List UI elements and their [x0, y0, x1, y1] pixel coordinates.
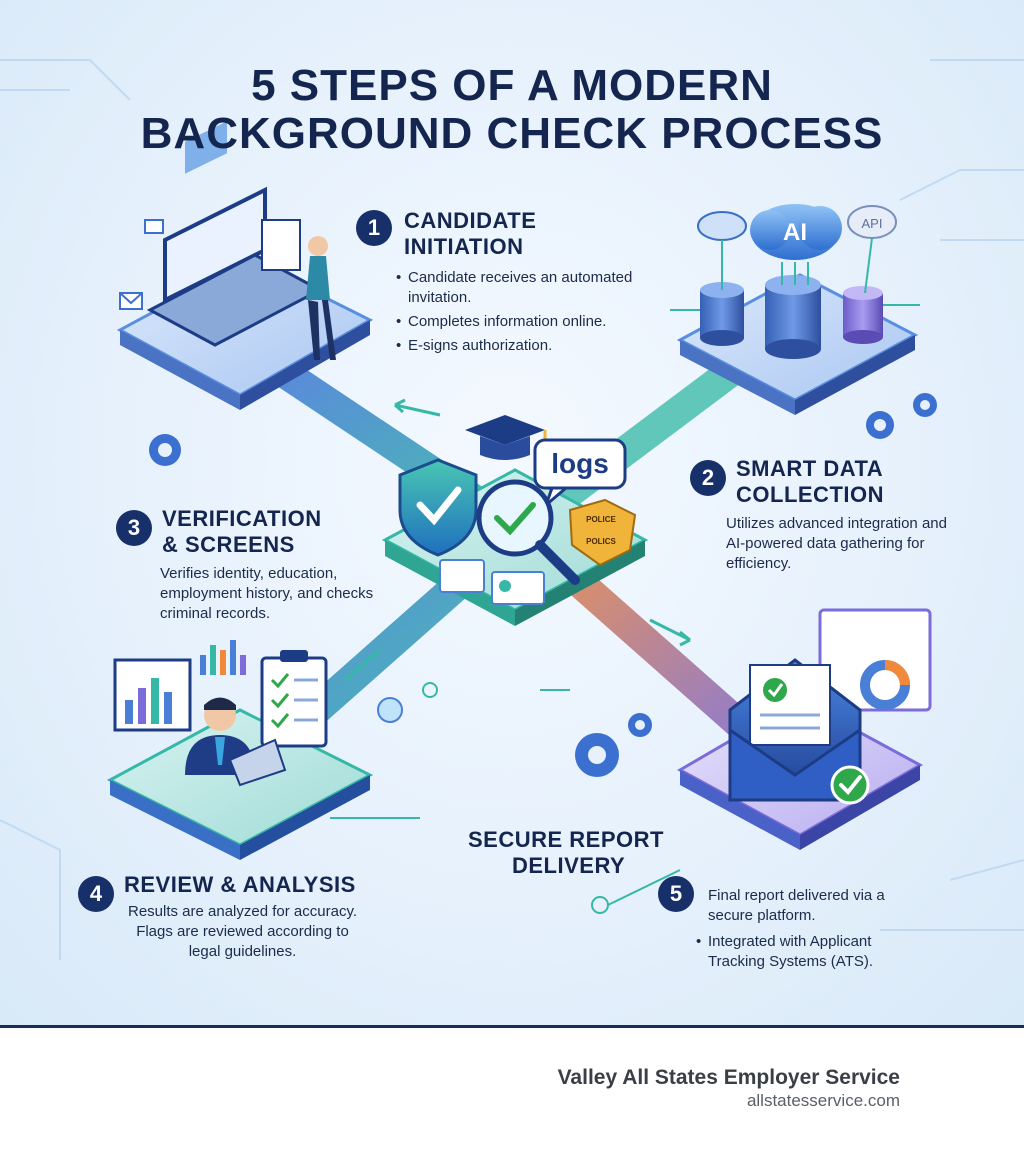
database-center [765, 275, 821, 359]
footer-brand: Valley All States Employer Service [557, 1066, 900, 1089]
clipboard-checklist-icon [260, 650, 328, 748]
graduation-cap-icon [465, 415, 547, 460]
logs-bubble-icon: logs [533, 438, 627, 510]
step-2-title-line2: COLLECTION [736, 482, 884, 507]
step-5-description: Final report delivered via a secure plat… [708, 887, 885, 924]
cloud-ai: AI [750, 204, 842, 260]
gear-icon [913, 393, 937, 417]
platform-verification: logs POLICE POLICS [381, 415, 649, 626]
step-2-description: Utilizes advanced integration and AI-pow… [726, 515, 947, 572]
step-1-bullets: Candidate receives an automated invitati… [396, 268, 666, 360]
id-card-icon [439, 559, 545, 605]
step-3-number: 3 [116, 510, 152, 546]
network-nodes [330, 682, 681, 914]
arrow-icon [344, 398, 691, 682]
step-5-title-line2: DELIVERY [512, 853, 626, 878]
infographic-canvas: AI API [0, 0, 1024, 1025]
page-title-line1: 5 STEPS OF A MODERN [251, 61, 773, 110]
database-left [700, 282, 744, 346]
step-5-title-line1: SECURE REPORT [468, 827, 664, 852]
badge-top-label: POLICE [586, 515, 616, 524]
platform-smart-data: AI API [670, 204, 920, 415]
step-2-number: 2 [690, 460, 726, 496]
list-item: E-signs authorization. [396, 336, 666, 356]
platform-review [106, 640, 374, 860]
step-5-number: 5 [658, 876, 694, 912]
logs-label: logs [551, 448, 609, 479]
step-1-number: 1 [356, 210, 392, 246]
platform-candidate-initiation [116, 121, 374, 410]
step-3-title-line1: VERIFICATION [162, 506, 322, 531]
envelope-report-icon [728, 658, 862, 802]
step-3-description: Verifies identity, education, employment… [160, 565, 374, 622]
cloud-api-label: API [862, 216, 883, 231]
gear-icon [866, 411, 894, 439]
gear-icon [575, 733, 619, 777]
footer-divider [0, 1025, 1024, 1028]
step-4-number: 4 [78, 876, 114, 912]
list-item: Completes information online. [396, 312, 666, 332]
mini-bar-chart-icon [200, 640, 246, 675]
database-right [843, 286, 883, 344]
check-circle-icon [830, 765, 870, 805]
step-1-title-line1: CANDIDATE [404, 208, 537, 233]
cloud-api: API [847, 205, 897, 239]
gear-icon [149, 434, 181, 466]
page-title-line2: BACKGROUND CHECK PROCESS [140, 109, 884, 158]
step-4-description: Results are analyzed for accuracy. Flags… [128, 903, 357, 960]
cloud-small-left [697, 211, 747, 241]
list-item: Integrated with Applicant Tracking Syste… [696, 932, 926, 972]
platform-report-delivery [676, 608, 932, 850]
police-badge-icon: POLICE POLICS [568, 498, 637, 567]
step-2-title-line1: SMART DATA [736, 456, 884, 481]
badge-bottom-label: POLICS [586, 537, 616, 546]
magnifier-check-icon [476, 479, 580, 585]
illustration-layer: AI API [0, 59, 1024, 960]
analytics-chart-icon [113, 658, 192, 732]
dashboard-window-icon [818, 608, 932, 712]
shield-check-icon [398, 458, 478, 557]
step-4-title: REVIEW & ANALYSIS [124, 872, 356, 897]
mail-icon [119, 219, 164, 310]
circuit-lines [0, 59, 1024, 960]
step-3-title-line2: & SCREENS [162, 532, 295, 557]
cloud-ai-label: AI [783, 219, 807, 246]
gear-icon [628, 713, 652, 737]
step-5-bullets: Integrated with Applicant Tracking Syste… [696, 932, 926, 976]
step-1-title-line2: INITIATION [404, 234, 524, 259]
list-item: Candidate receives an automated invitati… [396, 268, 666, 308]
footer-url[interactable]: allstatesservice.com [746, 1091, 900, 1110]
analyst-person-icon [185, 697, 287, 787]
